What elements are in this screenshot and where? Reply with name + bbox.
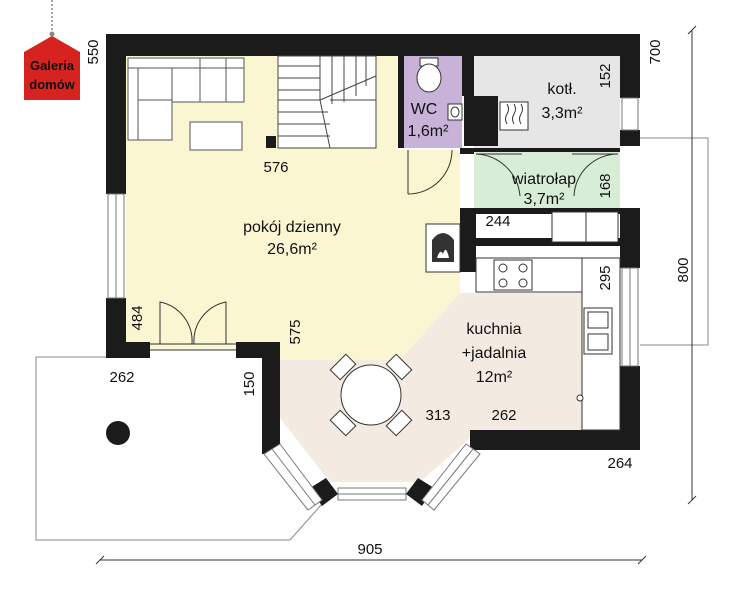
- counter-knob: [576, 394, 584, 402]
- dim-150: 150: [241, 371, 258, 396]
- terrace-outline: [35, 356, 331, 541]
- boiler-room-name: kotł.: [547, 81, 576, 98]
- terrace-column: [106, 421, 130, 445]
- walls: [106, 34, 640, 506]
- windows: [107, 97, 639, 511]
- galeria-domow-logo[interactable]: Galeria domów: [24, 0, 80, 100]
- vestibule-name: wiatrołap: [511, 171, 576, 188]
- wardrobe: [551, 211, 619, 243]
- wc-door[interactable]: [407, 149, 453, 195]
- entrance-canopy-outline: [640, 137, 709, 346]
- coffee-table: [189, 121, 243, 151]
- dim-262-left: 262: [109, 369, 134, 386]
- logo-line1: Galeria: [30, 58, 75, 73]
- boiler-room-area: 3,3m²: [542, 105, 584, 122]
- dim-262-right: 262: [491, 407, 516, 424]
- dim-484: 484: [129, 305, 146, 330]
- dim-550: 550: [85, 39, 102, 64]
- dim-905: 905: [357, 541, 382, 558]
- dim-244: 244: [485, 213, 510, 230]
- wc-sink: [447, 103, 463, 121]
- staircase: [277, 55, 377, 149]
- kitchen-area: 12m²: [476, 369, 513, 386]
- dim-264: 264: [607, 455, 632, 472]
- cooktop: [493, 259, 533, 291]
- logo-line2: domów: [29, 77, 75, 92]
- dim-700: 700: [647, 39, 664, 64]
- boiler-room-floor: [474, 56, 620, 148]
- living-room-area: 26,6m²: [267, 241, 317, 258]
- dim-576: 576: [263, 159, 288, 176]
- kitchen-name-line2: +jadalnia: [462, 345, 527, 362]
- sofa: [127, 57, 245, 141]
- kitchen-name: kuchnia: [466, 321, 521, 338]
- living-room-name: pokój dzienny: [243, 219, 341, 236]
- terrace-doors[interactable]: [150, 301, 236, 351]
- dim-313: 313: [425, 407, 450, 424]
- wc-name: WC: [411, 101, 438, 118]
- vestibule-floor: [474, 152, 620, 208]
- vestibule-area: 3,7m²: [524, 191, 566, 208]
- wc-area: 1,6m²: [408, 123, 450, 140]
- fireplace: [425, 223, 461, 273]
- dim-575: 575: [287, 319, 304, 344]
- dining-set: [329, 353, 413, 437]
- dimension-lines: [95, 25, 697, 565]
- dim-152: 152: [597, 63, 614, 88]
- boiler: [499, 101, 529, 131]
- kitchen-sink: [583, 307, 613, 355]
- vestibule-doors[interactable]: [475, 153, 619, 197]
- dim-800: 800: [675, 257, 692, 282]
- dim-295: 295: [597, 265, 614, 290]
- toilet: [416, 57, 442, 93]
- dim-168: 168: [597, 173, 614, 198]
